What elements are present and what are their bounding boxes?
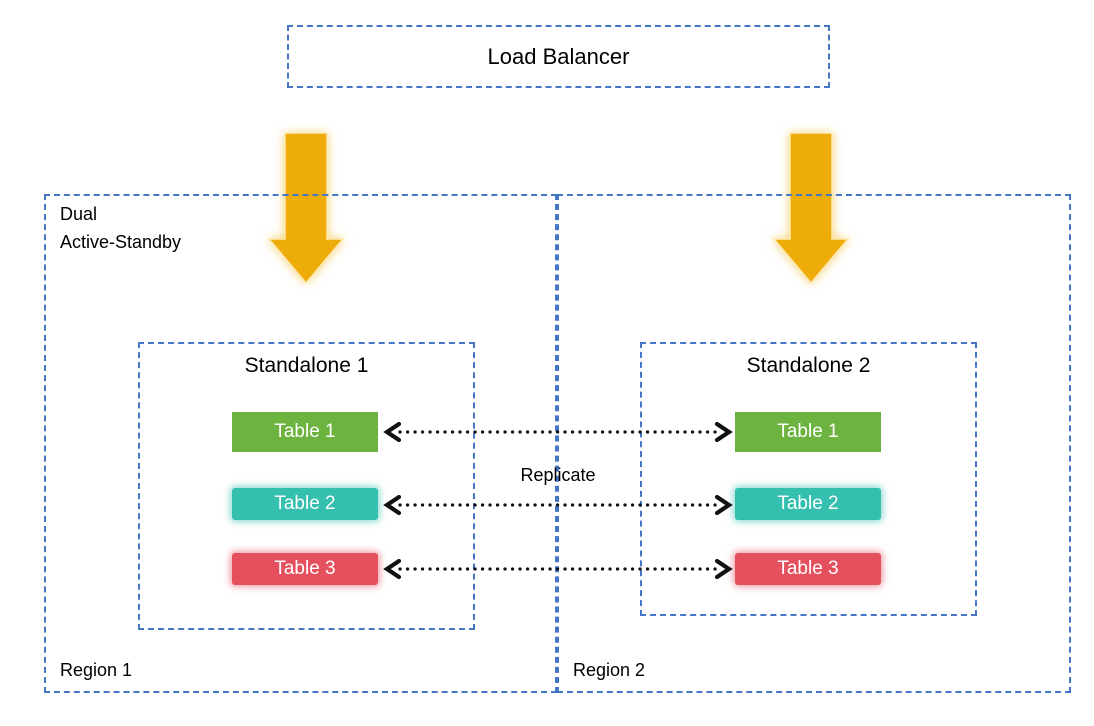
region-2-label: Region 2 [573,660,646,680]
table-2-left: Table 2 [232,488,378,520]
standalone-1-title: Standalone 1 [244,354,369,377]
deployment-mode-label: Dual Active-Standby [60,200,181,256]
standalone-1-box: Standalone 1 [138,342,475,630]
table-1-left-label: Table 1 [274,421,336,442]
replicate-arrow-table3 [383,558,733,580]
table-3-left-label: Table 3 [274,558,336,579]
region-1-label: Region 1 [60,660,133,680]
table-3-right-label: Table 3 [777,558,839,579]
region-2-box: Region 2 [557,194,1071,693]
down-arrow-icon [772,133,850,285]
table-2-left-label: Table 2 [274,493,336,514]
table-2-right: Table 2 [735,488,881,520]
table-3-right: Table 3 [735,553,881,585]
replicate-arrow-table1 [383,421,733,443]
load-balancer-label: Load Balancer [487,43,630,69]
replicate-arrow-table2 [383,494,733,516]
region-1-box: Dual Active-Standby Region 1 [44,194,557,693]
standalone-2-title: Standalone 2 [746,354,871,377]
replicate-label: Replicate [520,465,596,485]
standalone-2-box: Standalone 2 [640,342,977,616]
table-1-right: Table 1 [735,412,881,452]
deployment-mode-line2: Active-Standby [60,232,182,252]
deployment-mode-line1: Dual [60,204,98,224]
load-balancer-box: Load Balancer [287,25,830,88]
down-arrow-icon [267,133,345,285]
table-1-left: Table 1 [232,412,378,452]
table-1-right-label: Table 1 [777,421,839,442]
table-3-left: Table 3 [232,553,378,585]
table-2-right-label: Table 2 [777,493,839,514]
